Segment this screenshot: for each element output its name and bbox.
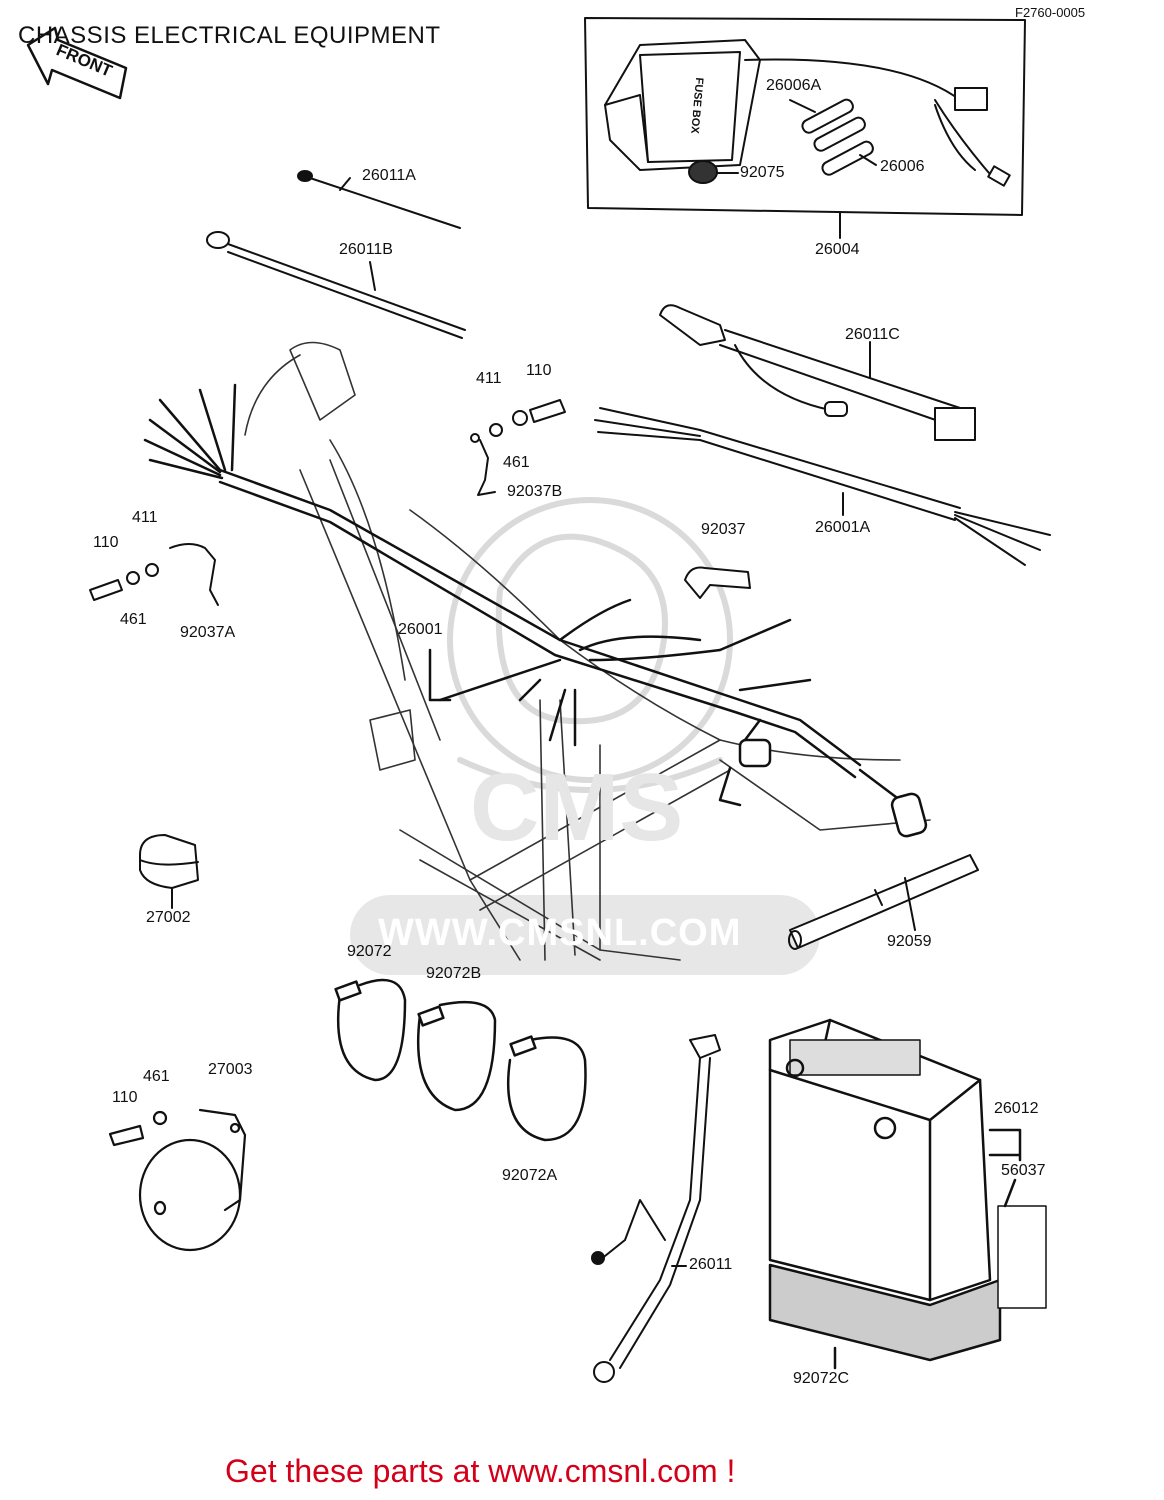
part-label-92037B: 92037B (507, 483, 563, 500)
part-label-92037A: 92037A (180, 624, 236, 641)
part-label-26012: 26012 (994, 1100, 1039, 1117)
page-title: CHASSIS ELECTRICAL EQUIPMENT (18, 22, 441, 49)
part-label-92072B: 92072B (426, 965, 482, 982)
part-label-26001A: 26001A (815, 519, 871, 536)
part-label-92072A: 92072A (502, 1167, 558, 1184)
watermark-banner (350, 895, 820, 975)
relay-27002 (139, 834, 199, 909)
part-label-26006A: 26006A (766, 77, 822, 94)
watermark-url: WWW.CMSNL.COM (378, 912, 742, 954)
tube-92059 (788, 854, 979, 950)
front-arrow-icon (26, 26, 128, 100)
part-label-26011A: 26011A (362, 167, 416, 184)
part-label-110-left: 110 (93, 534, 119, 551)
part-label-26011C: 26011C (845, 326, 900, 343)
battery-bands (334, 978, 587, 1142)
part-label-411-left: 411 (132, 509, 158, 526)
cta-link[interactable]: Get these parts at www.cmsnl.com ! (225, 1453, 736, 1489)
part-label-92072: 92072 (347, 943, 392, 960)
horn-27003 (108, 1108, 247, 1252)
part-label-26011B: 26011B (339, 241, 393, 258)
frame (244, 341, 931, 961)
watermark-logo-text: CMS (470, 754, 684, 861)
main-harness-26001 (143, 383, 928, 838)
part-label-92059: 92059 (887, 933, 932, 950)
part-label-56037: 56037 (1001, 1162, 1046, 1179)
fuse-box-assembly (584, 17, 1026, 239)
battery-lead-26011 (591, 1034, 721, 1383)
part-label-27003: 27003 (208, 1061, 253, 1078)
battery-26012 (768, 1018, 1047, 1370)
hardware-upper (470, 399, 566, 496)
part-label-110-horn: 110 (112, 1089, 138, 1106)
part-label-26006: 26006 (880, 158, 925, 175)
part-label-461-left: 461 (120, 611, 147, 628)
clamp-92037 (684, 566, 751, 599)
part-label-411-upper: 411 (476, 370, 502, 387)
sub-harness-26001A (594, 407, 1051, 566)
part-label-110-upper: 110 (526, 362, 552, 379)
lead-26011B (206, 231, 466, 339)
part-label-92072C: 92072C (793, 1370, 850, 1387)
lead-26011A (297, 170, 461, 229)
watermark-logo (447, 497, 733, 793)
drawing-code: F2760-0005 (1015, 5, 1086, 20)
part-label-26001: 26001 (398, 621, 443, 638)
part-label-92037: 92037 (701, 521, 746, 538)
part-label-27002: 27002 (146, 909, 191, 926)
part-label-461-horn: 461 (143, 1068, 170, 1085)
part-label-92075: 92075 (740, 164, 785, 181)
part-label-26004: 26004 (815, 241, 860, 258)
part-label-461-upper: 461 (503, 454, 530, 471)
part-label-26011: 26011 (689, 1256, 733, 1273)
lead-26011C (659, 304, 976, 441)
hardware-left (89, 543, 219, 606)
